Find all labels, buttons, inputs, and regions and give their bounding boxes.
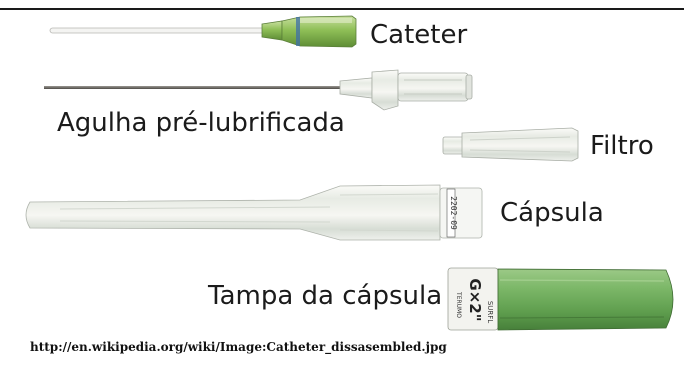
- label-capsule-cap: Tampa da cápsula: [208, 283, 442, 309]
- cap-brand-print: TERUMO: [455, 291, 462, 318]
- cap-size-print: G×2": [466, 278, 484, 321]
- label-catheter: Cateter: [370, 22, 467, 48]
- label-needle: Agulha pré-lubrificada: [57, 110, 345, 136]
- catheter: [50, 16, 356, 47]
- source-url: http://en.wikipedia.org/wiki/Image:Cathe…: [30, 340, 447, 354]
- capsule: 2202-09: [26, 185, 482, 240]
- capsule-cap: G×2" TERUMO SURFL: [448, 268, 673, 330]
- cap-line-print: SURFL: [486, 301, 494, 323]
- label-capsule: Cápsula: [500, 200, 604, 226]
- needle: [44, 70, 472, 110]
- label-filter: Filtro: [590, 133, 654, 159]
- capsule-lot-print: 2202-09: [449, 196, 458, 230]
- filter: [443, 128, 578, 161]
